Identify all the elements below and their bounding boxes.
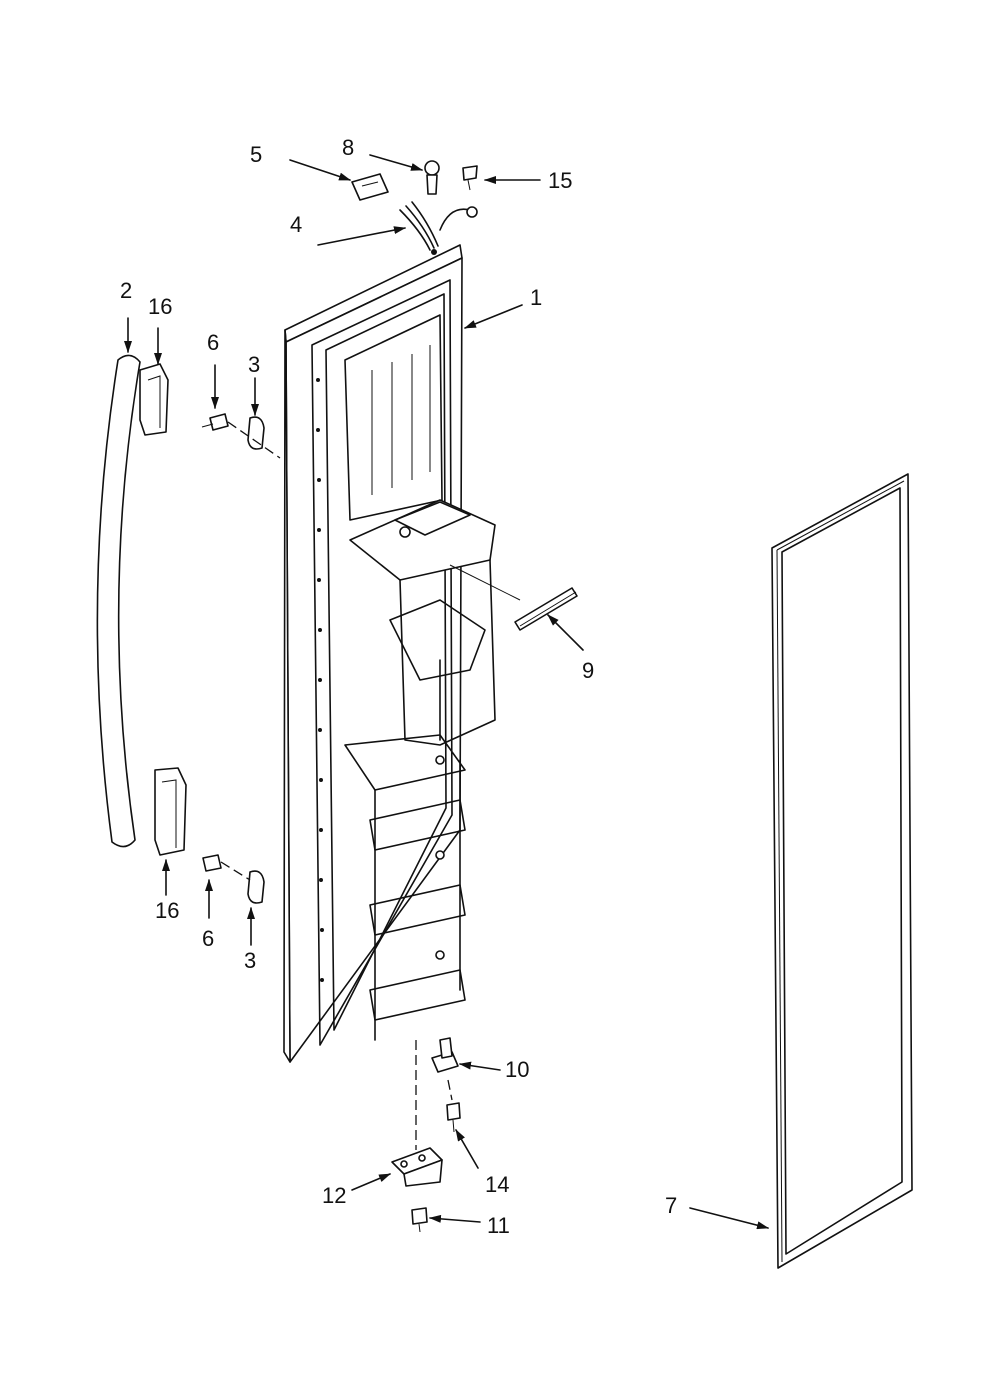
callout-16-bottom: 16 xyxy=(155,898,179,923)
callout-4: 4 xyxy=(290,212,302,237)
callout-3-top: 3 xyxy=(248,352,260,377)
callout-11: 11 xyxy=(487,1213,510,1238)
wire-harness xyxy=(399,201,478,255)
handle-mount-top xyxy=(139,363,169,436)
liner-screw-row xyxy=(316,378,324,982)
callout-15: 15 xyxy=(548,168,572,193)
callout-14: 14 xyxy=(485,1172,509,1197)
door-gasket xyxy=(771,473,913,1269)
plug-button xyxy=(424,160,440,195)
clip-top xyxy=(247,416,265,450)
leader-arrows xyxy=(124,154,769,1230)
callout-3-bottom: 3 xyxy=(244,948,256,973)
handle-mount-bottom xyxy=(154,767,187,856)
ground-screw xyxy=(462,165,478,191)
callout-2: 2 xyxy=(120,278,132,303)
callout-10: 10 xyxy=(505,1057,529,1082)
flap-strip xyxy=(514,587,578,631)
door-assembly xyxy=(283,244,496,1063)
callout-7: 7 xyxy=(665,1193,677,1218)
hinge-pin xyxy=(431,1037,459,1073)
callout-6-top: 6 xyxy=(207,330,219,355)
callout-labels: 5 8 15 4 1 2 16 6 3 9 16 6 3 10 14 12 11… xyxy=(120,135,677,1238)
door-handle xyxy=(96,354,141,848)
callout-12: 12 xyxy=(322,1183,346,1208)
bracket-screw xyxy=(411,1207,428,1233)
wire-connector xyxy=(351,173,389,201)
screw-bottom xyxy=(202,854,222,872)
callout-16-top: 16 xyxy=(148,294,172,319)
callout-8: 8 xyxy=(342,135,354,160)
hinge-screw xyxy=(446,1102,461,1133)
hinge-bracket xyxy=(391,1147,443,1187)
callout-1: 1 xyxy=(530,285,542,310)
callout-9: 9 xyxy=(582,658,594,683)
callout-6-bottom: 6 xyxy=(202,926,214,951)
screw-top xyxy=(201,413,229,431)
callout-5: 5 xyxy=(250,142,262,167)
clip-bottom xyxy=(247,870,265,904)
